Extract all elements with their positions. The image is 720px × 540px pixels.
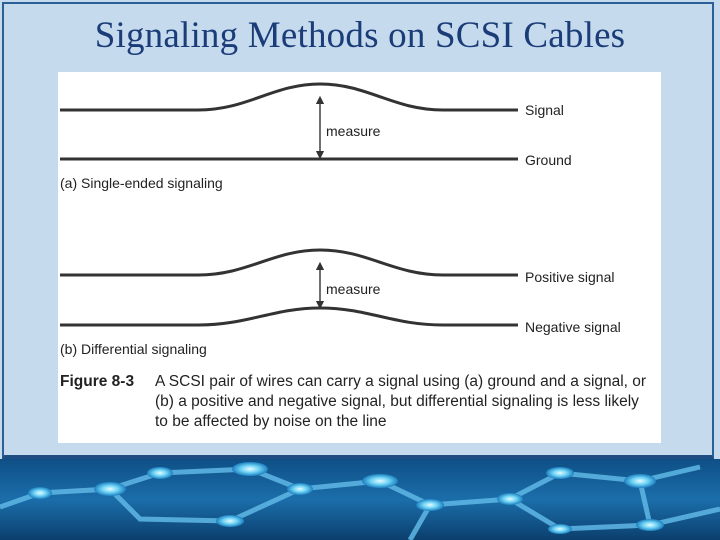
signaling-diagram: measure Signal Ground (a) Single-ended s…	[60, 82, 621, 357]
caption-single-ended: (a) Single-ended signaling	[60, 175, 223, 191]
figure-number: Figure 8-3	[60, 373, 135, 390]
figure-caption-line: A SCSI pair of wires can carry a signal …	[155, 373, 647, 390]
figure-caption-line: (b) a positive and negative signal, but …	[155, 393, 639, 410]
positive-signal-wire	[60, 248, 518, 277]
positive-signal-label: Positive signal	[525, 269, 615, 285]
measure-label-b: measure	[326, 281, 381, 297]
measure-label-a: measure	[326, 123, 381, 139]
slide-title: Signaling Methods on SCSI Cables	[94, 15, 626, 56]
slide-border	[2, 2, 714, 459]
signal-wire	[60, 82, 518, 112]
caption-differential: (b) Differential signaling	[60, 341, 207, 357]
figure-panel: measure Signal Ground (a) Single-ended s…	[58, 72, 661, 443]
negative-signal-label: Negative signal	[525, 319, 621, 335]
figure-caption-text: A SCSI pair of wires can carry a signal …	[155, 372, 660, 432]
signal-label: Signal	[525, 102, 564, 118]
ground-label: Ground	[525, 152, 572, 168]
negative-signal-wire	[60, 306, 518, 327]
footer-network-decoration	[0, 459, 720, 540]
figure-caption-line: to be affected by noise on the line	[155, 413, 387, 430]
